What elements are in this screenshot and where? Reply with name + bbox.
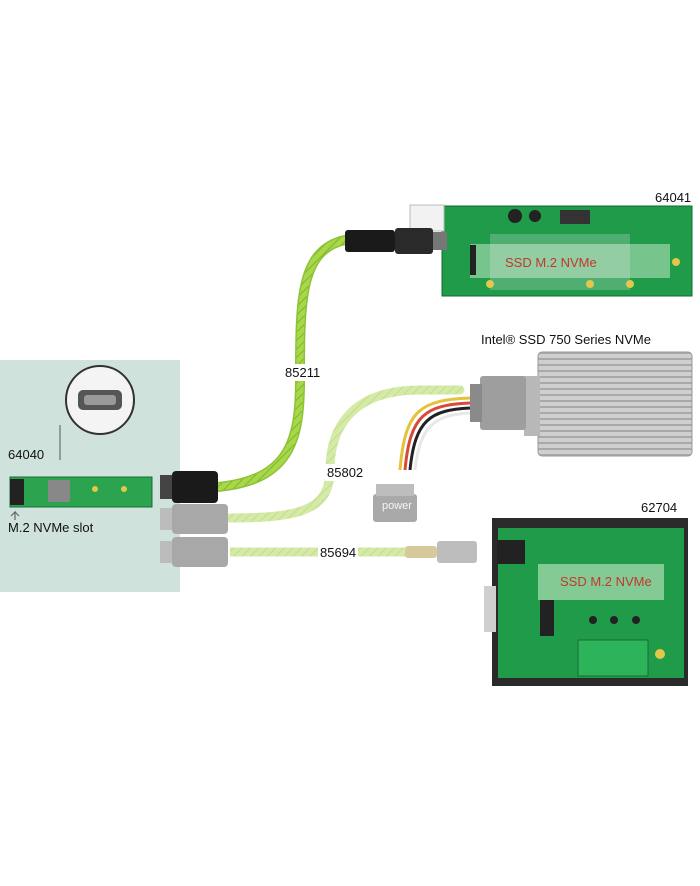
cable-85694-label: 85694 <box>318 544 359 561</box>
cable-85694-sff-plug <box>437 541 477 563</box>
cable-85694-end-connector <box>405 546 437 558</box>
cable-85211-braid <box>214 236 349 491</box>
host-connector-zoom-inset <box>59 365 135 460</box>
drive-power-wires <box>398 396 471 471</box>
top-adapter-id: 64041 <box>655 190 692 205</box>
host-adapter-id: 64040 <box>8 447 45 462</box>
cable-85211-body <box>213 235 350 492</box>
cable-85211-label: 85211 <box>283 364 323 381</box>
ssd-top-label: SSD M.2 NVMe <box>505 255 597 270</box>
adapter-64040-board <box>9 476 153 508</box>
cable-85802-label: 85802 <box>325 464 366 481</box>
cable-85211-plug-host <box>160 471 218 503</box>
adapter-62704-frame <box>484 518 688 686</box>
cable-85802-body <box>225 385 465 523</box>
cable-85694-plug-host <box>160 537 228 567</box>
adapter-64041-board <box>409 204 693 297</box>
cable-85211-plug-top <box>345 228 447 254</box>
drive-label: Intel® SSD 750 Series NVMe <box>481 332 651 347</box>
host-slot-label: M.2 NVMe slot <box>8 520 94 535</box>
slot-pointer-arrow <box>10 510 20 520</box>
bottom-adapter-id: 62704 <box>641 500 678 515</box>
ssd-bottom-label: SSD M.2 NVMe <box>560 574 652 589</box>
power-plug-label: power <box>382 500 412 512</box>
sata-power-plug <box>373 484 417 522</box>
intel-ssd-750-drive <box>470 351 693 457</box>
cable-85802-plug-host <box>160 504 228 534</box>
